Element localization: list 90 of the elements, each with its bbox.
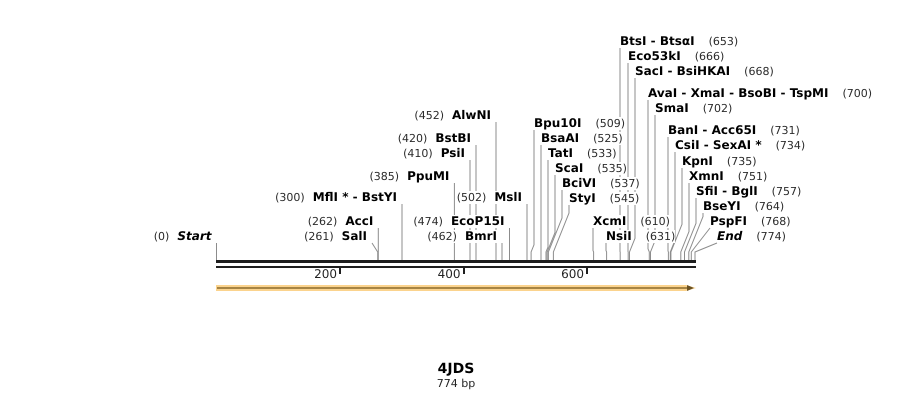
cut-site-position: (631)	[646, 230, 676, 243]
leader-line	[690, 228, 710, 260]
cut-site-position: (774)	[756, 230, 786, 243]
enzyme-name: XcmI	[593, 215, 626, 228]
leader-line	[216, 242, 217, 260]
sequence-title: 4JDS	[436, 361, 476, 377]
enzyme-name: Eco53kI	[628, 50, 681, 63]
enzyme-name: BstBI	[435, 132, 471, 145]
cut-site-position: (385)	[369, 170, 400, 183]
cut-site-position: (731)	[770, 124, 800, 137]
enzyme-name: BtsI - BtsαI	[620, 35, 695, 48]
enzyme-name: BanI - Acc65I	[668, 124, 756, 137]
enzyme-name: StyI	[569, 192, 596, 205]
cut-site-position: (410)	[403, 147, 433, 160]
map-boundary-label: End	[717, 230, 742, 243]
cut-site-position: (610)	[640, 215, 670, 228]
enzyme-name: TatI	[548, 147, 573, 160]
enzyme-name: MflI * - BstYI	[312, 191, 397, 204]
cut-site-position: (462)	[427, 230, 457, 243]
cut-site-position: (751)	[738, 170, 768, 183]
cut-site-position: (768)	[760, 215, 791, 228]
cut-site-position: (700)	[842, 87, 872, 100]
cut-site-position: (0)	[154, 230, 170, 243]
enzyme-name: SfiI - BglI	[696, 185, 758, 198]
ruler-label: 600	[561, 267, 584, 281]
cut-site-position: (474)	[413, 215, 443, 228]
enzyme-name: ScaI	[555, 162, 584, 175]
enzyme-name: SacI - BsiHKAI	[635, 65, 730, 78]
leader-line	[526, 204, 528, 260]
enzyme-name: PspFI	[710, 215, 747, 228]
enzyme-name: BciVI	[562, 177, 596, 190]
cut-site-position: (764)	[754, 200, 784, 213]
sequence-length: 774 bp	[436, 377, 476, 391]
leader-line	[694, 242, 718, 260]
leader-line	[606, 242, 608, 260]
enzyme-name: BsaAI	[541, 132, 580, 145]
leader-line	[552, 204, 570, 260]
leader-line	[684, 198, 696, 260]
enzyme-name: Bpu10I	[534, 117, 582, 130]
leader-line	[548, 190, 562, 260]
leader-line	[540, 144, 542, 260]
enzyme-name: SmaI	[655, 102, 689, 115]
enzyme-name: KpnI	[682, 155, 713, 168]
enzyme-name: AvaI - XmaI - BsoBI - TspMI	[648, 87, 828, 100]
map-boundary-label: Start	[177, 230, 212, 243]
leader-line	[372, 242, 378, 260]
cut-site-position: (666)	[694, 50, 724, 63]
cut-site-position: (261)	[304, 230, 334, 243]
cut-site-position: (533)	[586, 147, 617, 160]
leader-line	[680, 182, 690, 260]
leader-line	[592, 228, 594, 260]
cut-site-position: (537)	[610, 177, 640, 190]
cut-site-position: (502)	[456, 191, 486, 204]
cut-site-position: (535)	[597, 162, 627, 175]
ruler-label: 400	[438, 267, 460, 281]
cut-site-position: (300)	[275, 191, 305, 204]
cut-site-position: (509)	[595, 117, 626, 130]
leader-line	[509, 228, 510, 260]
cut-site-position: (420)	[398, 132, 428, 145]
cut-site-position: (262)	[308, 215, 338, 228]
leader-line	[670, 168, 682, 260]
ruler-label: 200	[314, 267, 337, 281]
leader-line	[688, 212, 704, 260]
cut-site-position: (668)	[744, 65, 774, 78]
enzyme-name: SalI	[342, 230, 367, 243]
cut-site-position: (734)	[776, 139, 806, 152]
cut-site-position: (452)	[414, 109, 444, 122]
enzyme-name: AlwNI	[452, 109, 491, 122]
enzyme-name: BmrI	[464, 230, 497, 243]
enzyme-name: BseYI	[703, 200, 741, 213]
cut-site-position: (757)	[772, 185, 802, 198]
cut-site-position: (702)	[702, 102, 732, 115]
cut-site-position: (735)	[726, 155, 756, 168]
cut-site-position: (525)	[593, 132, 623, 145]
cut-site-position: (653)	[708, 35, 738, 48]
enzyme-name: EcoP15I	[450, 215, 504, 228]
cut-site-position: (545)	[610, 192, 640, 205]
leader-line	[670, 152, 676, 260]
enzyme-name: PpuMI	[407, 170, 450, 183]
enzyme-name: CsiI - SexAI *	[675, 139, 762, 152]
enzyme-name: XmnI	[689, 170, 724, 183]
enzyme-name: AccI	[345, 215, 374, 228]
enzyme-name: MslI	[494, 191, 522, 204]
leader-line	[530, 130, 534, 260]
leader-line	[546, 174, 556, 260]
enzyme-name: NsiI	[606, 230, 632, 243]
leader-line	[378, 228, 379, 260]
enzyme-name: PsiI	[440, 147, 465, 160]
sequence-backbone	[216, 260, 696, 268]
leader-line	[546, 160, 548, 260]
